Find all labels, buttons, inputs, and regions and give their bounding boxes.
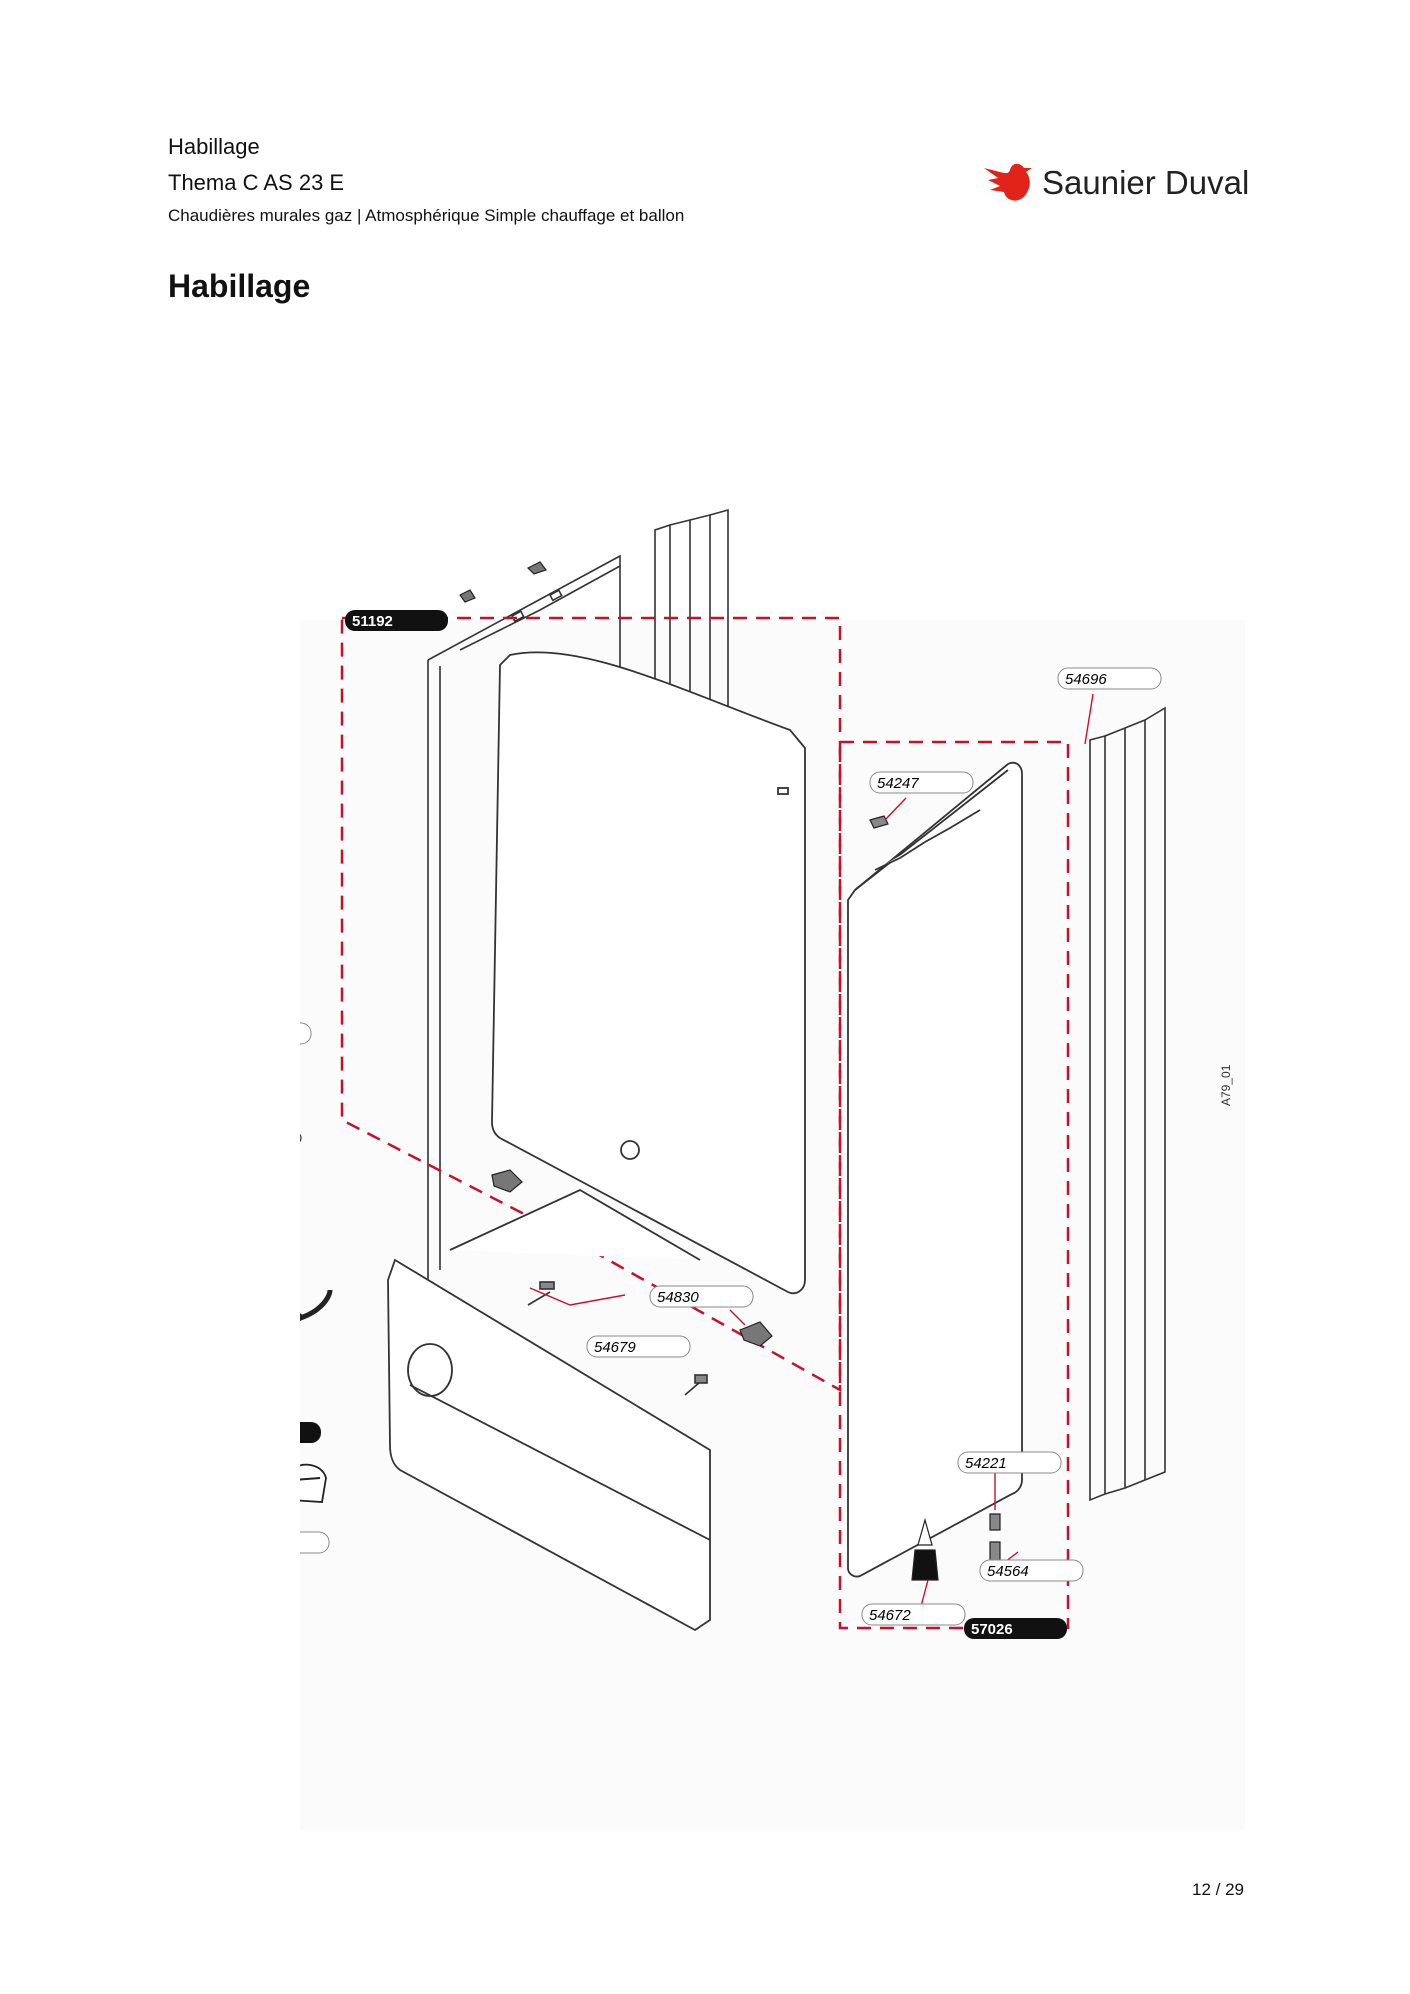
control-knob-54673 [300, 1463, 327, 1503]
part-label-57264: 57264 [300, 1422, 321, 1443]
figure-code: A79_01 [1219, 1064, 1233, 1106]
part-label-54672: 54672 [861, 1603, 966, 1626]
header-category: Habillage [168, 134, 260, 159]
part-label-54679: 54679 [586, 1335, 691, 1358]
svg-text:54221: 54221 [965, 1455, 1007, 1472]
svg-text:54696: 54696 [1065, 671, 1107, 688]
assembly-outline-51192 [340, 616, 842, 1393]
right-profile-rail [1089, 706, 1166, 1502]
brand-logo: Saunier Duval [980, 158, 1260, 214]
header-description: Chaudières murales gaz | Atmosphérique S… [168, 206, 685, 225]
svg-text:54679: 54679 [594, 1339, 636, 1356]
sensor-cable-54679 [527, 1281, 708, 1396]
header-model: Thema C AS 23 E [168, 170, 345, 195]
hinge-clips [459, 561, 773, 1347]
section-title: Habillage [168, 268, 311, 304]
part-label-54613: 54613 [300, 1022, 312, 1045]
part-label-54673: 54673 [300, 1531, 330, 1554]
svg-text:51192: 51192 [352, 613, 393, 630]
pressure-gauge-57264 [300, 1289, 333, 1321]
front-door-panel [491, 651, 806, 1295]
svg-text:54564: 54564 [987, 1563, 1029, 1580]
brand-name: Saunier Duval [1042, 164, 1250, 201]
exploded-parts-diagram: 51192 54696 54247 54613 54830 54679 5726… [300, 508, 1245, 1830]
part-label-54830: 54830 [649, 1285, 754, 1308]
svg-text:54247: 54247 [877, 775, 919, 792]
svg-text:54672: 54672 [869, 1607, 911, 1624]
svg-text:54830: 54830 [657, 1289, 699, 1306]
part-label-54696: 54696 [1057, 667, 1162, 690]
page-number: 12 / 29 [1192, 1880, 1244, 1899]
side-panel [847, 761, 1023, 1578]
lower-control-housing [387, 1188, 711, 1632]
part-label-54247: 54247 [869, 771, 974, 794]
part-label-54221: 54221 [957, 1451, 1062, 1474]
assembly-outline-57026 [838, 740, 1070, 1630]
part-label-57026: 57026 [964, 1618, 1067, 1639]
cable-54613 [300, 1133, 302, 1143]
svg-text:57026: 57026 [971, 1621, 1013, 1638]
part-label-54564: 54564 [979, 1559, 1084, 1582]
bird-logo-icon [984, 163, 1032, 201]
part-label-51192: 51192 [345, 610, 448, 631]
